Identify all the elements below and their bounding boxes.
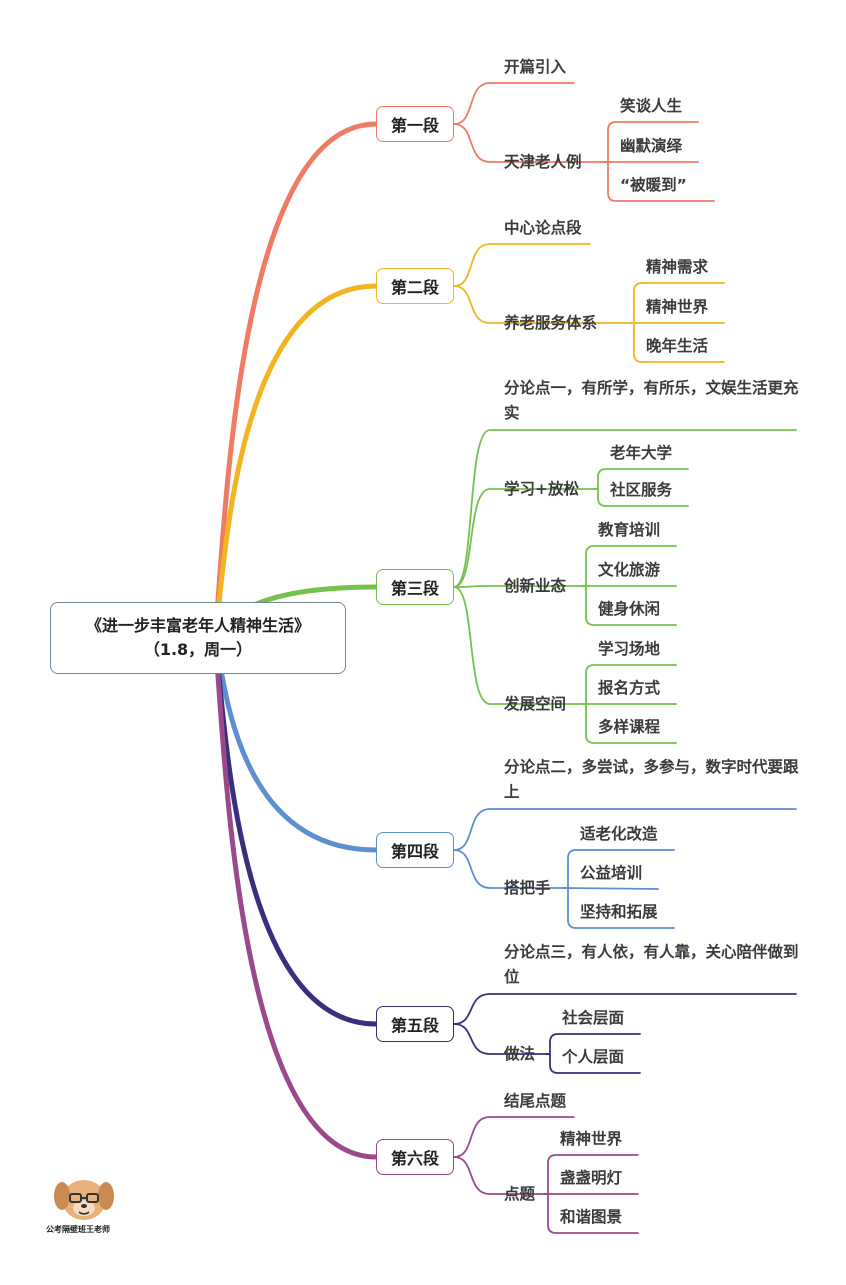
child-line <box>545 1033 641 1055</box>
main-branch-curve <box>212 635 379 1027</box>
section-node[interactable]: 第一段 <box>376 106 454 142</box>
child-line <box>593 488 689 507</box>
child-line <box>563 887 659 890</box>
child-line <box>581 664 677 705</box>
leaf-label[interactable]: 和谐图景 <box>560 1208 623 1226</box>
leaf-label[interactable]: 精神世界 <box>646 298 709 316</box>
branch-label[interactable]: 分论点一，有所学，有所乐，文娱生活更充实 <box>504 379 799 422</box>
branch-label[interactable]: 开篇引入 <box>504 58 567 76</box>
branch-label[interactable]: 分论点二，多尝试，多参与，数字时代要跟上 <box>504 758 799 801</box>
leaf-label[interactable]: 适老化改造 <box>580 825 658 843</box>
leaf-label[interactable]: 多样课程 <box>598 718 661 736</box>
branch-line <box>453 1156 545 1195</box>
leaf-label[interactable]: 笑谈人生 <box>620 97 683 115</box>
child-line <box>629 282 725 324</box>
child-line <box>563 849 675 889</box>
branch-label[interactable]: 分论点三，有人依，有人靠，关心陪伴做到位 <box>504 943 799 986</box>
branch-label[interactable]: 搭把手 <box>504 879 551 897</box>
branch-label[interactable]: 发展空间 <box>504 695 567 713</box>
leaf-label[interactable]: 学习场地 <box>598 640 661 658</box>
section-node[interactable]: 第二段 <box>376 268 454 304</box>
branch-line <box>453 123 605 163</box>
leaf-label[interactable]: 精神世界 <box>560 1130 623 1148</box>
root-title: 《进一步丰富老年人精神生活》 <box>85 616 310 635</box>
child-line <box>581 703 677 744</box>
branch-line <box>453 586 583 705</box>
branch-line <box>453 585 583 588</box>
main-branch-curve <box>212 635 379 1160</box>
child-line <box>581 545 677 587</box>
branch-line <box>453 82 575 125</box>
branch-line <box>453 429 797 588</box>
main-branch-curve <box>212 121 379 641</box>
leaf-label[interactable]: 盏盏明灯 <box>560 1169 623 1187</box>
section-node[interactable]: 第五段 <box>376 1006 454 1042</box>
branch-label[interactable]: 学习+放松 <box>504 480 579 498</box>
branch-label[interactable]: 中心论点段 <box>504 219 582 237</box>
branch-line <box>453 808 797 851</box>
section-node[interactable]: 第六段 <box>376 1139 454 1175</box>
child-line <box>629 322 725 363</box>
child-line <box>603 121 699 163</box>
leaf-label[interactable]: 晚年生活 <box>646 337 709 355</box>
branch-label[interactable]: 养老服务体系 <box>504 314 598 332</box>
leaf-label[interactable]: “被暖到” <box>620 176 687 194</box>
branch-line <box>453 243 591 287</box>
leaf-label[interactable]: 社区服务 <box>610 481 673 499</box>
child-line <box>563 887 675 929</box>
branch-label[interactable]: 点题 <box>504 1185 536 1203</box>
branch-line <box>453 1023 547 1055</box>
child-line <box>581 585 677 626</box>
branch-line <box>453 1116 575 1158</box>
branch-label[interactable]: 创新业态 <box>504 577 567 595</box>
leaf-label[interactable]: 健身休闲 <box>598 600 661 618</box>
branch-line <box>453 488 595 588</box>
leaf-label[interactable]: 坚持和拓展 <box>580 903 658 921</box>
branch-line <box>453 285 631 324</box>
main-branch-curve <box>212 283 379 641</box>
child-line <box>543 1154 639 1195</box>
branch-label[interactable]: 结尾点题 <box>504 1092 567 1110</box>
leaf-label[interactable]: 精神需求 <box>646 258 709 276</box>
dog-mascot-icon <box>54 1180 114 1220</box>
child-line <box>593 468 689 490</box>
branch-line <box>453 849 565 889</box>
leaf-label[interactable]: 社会层面 <box>562 1009 625 1027</box>
section-node[interactable]: 第四段 <box>376 832 454 868</box>
branch-label[interactable]: 天津老人例 <box>504 153 582 171</box>
logo-caption: 公考隔壁班王老师 <box>46 1225 110 1234</box>
leaf-label[interactable]: 报名方式 <box>598 679 661 697</box>
root-subtitle: （1.8，周一） <box>143 640 253 659</box>
branch-label[interactable]: 做法 <box>504 1045 536 1063</box>
child-line <box>543 1193 639 1234</box>
root-topic[interactable]: 《进一步丰富老年人精神生活》 （1.8，周一） <box>50 602 346 674</box>
leaf-label[interactable]: 公益培训 <box>580 864 643 882</box>
child-line <box>603 161 715 202</box>
section-node[interactable]: 第三段 <box>376 569 454 605</box>
leaf-label[interactable]: 幽默演绎 <box>620 137 683 155</box>
child-line <box>545 1053 641 1074</box>
leaf-label[interactable]: 个人层面 <box>562 1048 625 1066</box>
leaf-label[interactable]: 教育培训 <box>598 521 661 539</box>
leaf-label[interactable]: 文化旅游 <box>598 561 661 579</box>
branch-line <box>453 993 797 1025</box>
leaf-label[interactable]: 老年大学 <box>610 444 673 462</box>
